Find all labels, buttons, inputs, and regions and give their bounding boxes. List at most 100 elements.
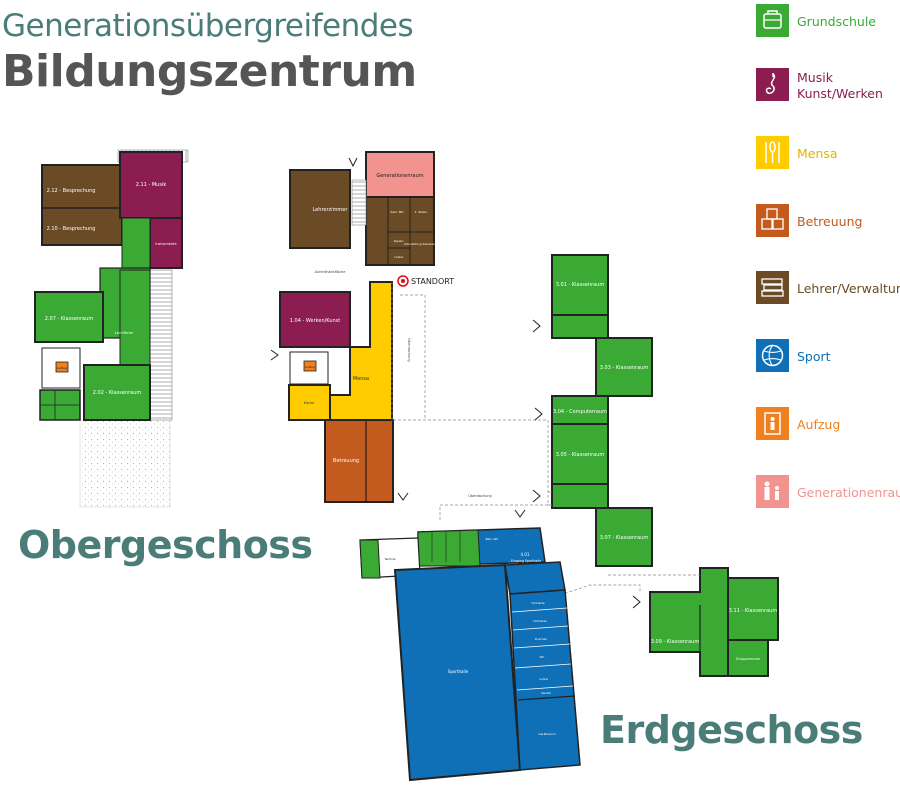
label-1-04: 1.04 - Werken/Kunst	[290, 318, 341, 324]
label-umkleide-1: Umkleide	[531, 601, 544, 605]
label-sekr: Sekr. MO	[390, 210, 404, 214]
entrance-arrow-icon	[397, 492, 409, 501]
entrance-arrow-icon	[348, 157, 358, 168]
room-lehrerzimmer	[289, 169, 351, 249]
classroom-wing: 3.01 - Klassenraum 3.03 - Klassenraum 3.…	[548, 254, 779, 677]
title-line-2: Bildungszentrum	[2, 46, 417, 97]
room-3-11	[727, 577, 779, 641]
label-3-05: 3.05 - Klassenraum	[556, 452, 605, 458]
label-schulleitung: Schulleitung Sekretariat	[404, 242, 439, 246]
label-ueberdachung-1: Überdachung	[468, 493, 491, 498]
label-4-01-name: - Eingang Sporthalle	[509, 559, 541, 563]
room-gruppenraum	[727, 639, 769, 677]
label-stellv: 1. Stellv.	[415, 210, 428, 214]
room-2-02	[83, 364, 151, 421]
label-3-07: 3.07 - Klassenraum	[600, 535, 649, 541]
label-ueberdachung-2: Überdachung	[407, 338, 412, 361]
label-3-04: 3.04 - Computerraum	[553, 409, 607, 415]
overhang-outline	[393, 419, 549, 520]
room-3-04	[551, 395, 609, 425]
label-sporthalle: Sporthalle	[448, 669, 469, 674]
label-lehrer: Lehrer	[395, 255, 405, 259]
label-lehrer-sp: Lehrer	[540, 677, 550, 681]
label-gruppenraum: Gruppenraum	[736, 657, 761, 661]
room-4-01	[504, 561, 566, 595]
upper-floor-label: Obergeschoss	[18, 523, 313, 567]
label-mensa: Mensa	[353, 376, 369, 382]
entrance-arrow-icon	[514, 509, 526, 518]
label-2-10: 2.10 - Besprechung	[47, 226, 96, 232]
room-3-01	[551, 254, 609, 316]
label-4-01-num: 4.01	[521, 552, 530, 557]
legend-label: Grundschule	[797, 14, 876, 29]
entrance-arrow-icon	[534, 407, 543, 421]
label-sanitaer: Sanitär	[541, 691, 552, 695]
corridor-2	[119, 269, 151, 381]
elevator-ground	[303, 360, 317, 372]
room-3-03	[595, 337, 653, 397]
label-3-03: 3.03 - Klassenraum	[600, 365, 649, 371]
room-2-07	[34, 291, 104, 343]
label-wc: WC	[540, 655, 545, 659]
ball-icon	[756, 339, 789, 372]
label-kueche: Küche	[304, 401, 315, 405]
label-instrumente: Instrumente	[155, 242, 176, 246]
label-generationenraum: Generationenraum	[376, 173, 423, 179]
room-verwaltung	[365, 196, 435, 266]
elevator-upper	[55, 361, 69, 373]
corridor-4	[551, 483, 609, 509]
label-behwc: Beh.-WC	[486, 537, 499, 541]
label-aufzug-eg: Aufzug	[305, 365, 315, 369]
corridor-3	[551, 314, 609, 339]
entrance-arrow-icon	[532, 319, 541, 333]
corridor	[121, 217, 151, 269]
label-2-12: 2.12 - Besprechung	[47, 188, 96, 194]
music-icon	[756, 68, 789, 101]
label-kopierr: Kopierr.	[394, 239, 405, 243]
stairs	[149, 269, 173, 421]
label-lehrerzimmer: Lehrerzimmer	[313, 207, 349, 213]
label-duschen: Duschen	[535, 637, 547, 641]
elevator-icon	[756, 407, 789, 440]
label-lernflaeche: Lernfläche	[115, 331, 133, 335]
legend-label: Lehrer/Verwaltung	[797, 281, 900, 296]
books-icon	[756, 271, 789, 304]
school-bag-icon	[756, 4, 789, 37]
label-3-09: 3.09 - Klassenraum	[651, 639, 700, 645]
room-3-07	[595, 507, 653, 567]
entrance-arrows	[270, 157, 641, 609]
label-umkleide-2: Umkleide	[533, 619, 546, 623]
room-betreuung	[324, 419, 394, 503]
sports-hall: Technik Beh.-WC 4.01 - Eingang Sporthall…	[359, 527, 581, 782]
label-2-11: 2.11 - Musik	[136, 182, 167, 188]
room-generationenraum	[365, 151, 435, 198]
cutlery-icon	[756, 136, 789, 169]
legend-label: Generationenraum	[797, 485, 900, 500]
label-2-02: 2.02 - Klassenraum	[93, 390, 142, 396]
wc-block	[417, 529, 481, 567]
entrance-arrow-icon	[632, 595, 641, 609]
label-betreuung: Betreuung	[333, 458, 359, 464]
legend-label: Sport	[797, 349, 831, 364]
family-icon	[756, 475, 789, 508]
upper-floor-plan: 2.12 - Besprechung 2.10 - Besprechung 2.…	[34, 149, 189, 508]
room-1-04	[279, 291, 351, 348]
changing-block	[509, 589, 581, 771]
stairs	[351, 179, 367, 226]
gravel-area	[79, 419, 171, 508]
room-2-12	[41, 164, 123, 246]
label-2-07: 2.07 - Klassenraum	[45, 316, 94, 322]
label-aufzug-og: Aufzug	[57, 366, 67, 370]
ground-floor-plan: Lehrerzimmer Generationenraum Sekr. MO 1…	[279, 151, 549, 520]
location-label: STANDORT	[411, 277, 454, 286]
legend-label: Mensa	[797, 146, 838, 161]
title-line-1: Generationsübergreifendes	[2, 8, 414, 44]
room-2-11	[119, 151, 183, 219]
toy-blocks-icon	[756, 204, 789, 237]
location-marker-dot	[401, 279, 405, 283]
label-3-01: 3.01 - Klassenraum	[556, 282, 605, 288]
label-technik: Technik	[383, 557, 395, 561]
label-aufenthalt: Aufenthaltsfläche	[315, 270, 346, 274]
